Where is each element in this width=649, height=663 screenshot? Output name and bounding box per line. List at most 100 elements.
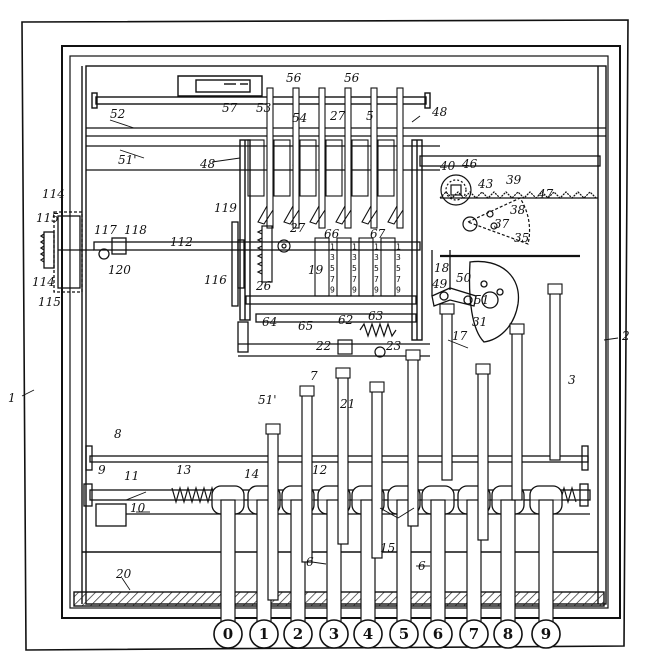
key-4[interactable]: 4 — [353, 619, 383, 649]
ref-label-57: 57 — [222, 101, 238, 115]
lower-wheel-digit: 9 — [396, 286, 401, 295]
ref-label-116: 116 — [204, 273, 227, 287]
upper-rod-3 — [344, 87, 352, 229]
key-lever-cap — [547, 283, 563, 295]
key-stem-9 — [538, 499, 554, 631]
ref-label-22: 22 — [315, 339, 331, 353]
lower-wheel-digit: 1 — [352, 242, 357, 251]
upper-wheel-3 — [325, 139, 343, 197]
top-bracket — [177, 75, 263, 97]
key-lever-7 — [477, 369, 489, 541]
key-button-circle — [423, 619, 453, 649]
ref-label-51c: 51 — [474, 293, 489, 307]
ref-label-43: 43 — [477, 177, 494, 191]
key-1[interactable]: 1 — [249, 619, 279, 649]
lower-wheel-digit: 9 — [352, 286, 357, 295]
lower-wheel-digit: 7 — [352, 275, 357, 284]
key-button-circle — [353, 619, 383, 649]
key-lever-cap — [405, 349, 421, 361]
ref-label-18: 18 — [434, 261, 450, 275]
ref-label-66: 66 — [324, 227, 340, 241]
leader-lines — [21, 115, 619, 591]
lower-wheel-digit: 5 — [352, 264, 357, 273]
upper-rod-hook — [309, 205, 326, 225]
ref-label-15: 15 — [380, 541, 395, 555]
ref-label-115a: 115 — [36, 211, 59, 225]
ref-label-50: 50 — [456, 271, 472, 285]
cam-disk-31 — [468, 260, 520, 343]
ref-label-9: 9 — [98, 463, 106, 477]
ref-label-27a: 27 — [289, 221, 306, 235]
key-button-circle — [389, 619, 419, 649]
lower-wheel-digit: 1 — [374, 242, 379, 251]
ref-label-38: 38 — [510, 203, 526, 217]
key-2[interactable]: 2 — [283, 619, 313, 649]
upper-rod-hook — [335, 205, 352, 225]
key-lever-1 — [267, 429, 279, 601]
key-7[interactable]: 7 — [459, 619, 489, 649]
key-stem-0 — [220, 499, 236, 631]
upper-wheel-5 — [377, 139, 395, 197]
key-6[interactable]: 6 — [423, 619, 453, 649]
ref-label-62: 62 — [338, 313, 353, 327]
ref-label-20: 20 — [115, 567, 132, 581]
wheel-116 — [231, 221, 245, 307]
upper-rod-0 — [266, 87, 274, 229]
ref-label-118: 118 — [124, 223, 147, 237]
key-lever-9 — [549, 289, 561, 461]
lower-wheel-digit: 1 — [396, 242, 401, 251]
lower-wheel-3 — [380, 237, 396, 297]
key-label: 9 — [541, 625, 551, 643]
lower-wheel-1 — [336, 237, 352, 297]
ref-label-56a: 56 — [286, 71, 302, 85]
key-9[interactable]: 9 — [531, 619, 561, 649]
lower-wheel-digit: 9 — [374, 286, 379, 295]
lower-wheel-digit: 5 — [330, 264, 335, 273]
lower-wheel-digit: 3 — [396, 253, 401, 262]
ref-label-54: 54 — [292, 111, 307, 125]
lower-wheel-digit: 7 — [330, 275, 335, 284]
key-stem-8 — [500, 499, 516, 631]
ref-label-10: 10 — [130, 501, 146, 515]
key-label: 7 — [469, 625, 479, 643]
key-lever-6 — [441, 309, 453, 481]
ref-label-13: 13 — [176, 463, 192, 477]
lower-wheel-2 — [358, 237, 374, 297]
upper-cross-shaft — [91, 92, 431, 109]
upper-wheel-4 — [351, 139, 369, 197]
key-lever-cap — [335, 367, 351, 379]
key-0[interactable]: 0 — [213, 619, 243, 649]
key-8[interactable]: 8 — [493, 619, 523, 649]
left-side-gear-114 — [39, 211, 94, 293]
key-levers — [265, 283, 563, 601]
key-lever-cap — [369, 381, 385, 393]
lower-wheel-digit: 5 — [396, 264, 401, 273]
ref-label-2: 2 — [621, 329, 630, 343]
key-label: 4 — [363, 625, 373, 643]
middle-shaft-112 — [93, 237, 421, 260]
upper-wheel-0 — [247, 139, 265, 197]
key-button-circle — [213, 619, 243, 649]
spring-23 — [337, 322, 397, 358]
ref-label-23: 23 — [385, 339, 402, 353]
lower-wheel-digit: 9 — [330, 286, 335, 295]
key-button-circle — [459, 619, 489, 649]
upper-rod-2 — [318, 87, 326, 229]
ref-label-19: 19 — [308, 263, 324, 277]
key-label: 6 — [433, 625, 443, 643]
ref-label-114b: 114 — [32, 275, 55, 289]
upper-wheel-1 — [273, 139, 291, 197]
key-3[interactable]: 3 — [319, 619, 349, 649]
key-5[interactable]: 5 — [389, 619, 419, 649]
sector-38 — [462, 197, 531, 245]
ref-label-117: 117 — [94, 223, 117, 237]
ref-label-39: 39 — [506, 173, 522, 187]
ref-label-63: 63 — [368, 309, 384, 323]
ref-label-17: 17 — [452, 329, 468, 343]
lower-wheel-digit: 3 — [352, 253, 357, 262]
ref-label-49: 49 — [431, 277, 448, 291]
key-lever-cap — [265, 423, 281, 435]
lower-assembly-65 — [237, 295, 430, 357]
